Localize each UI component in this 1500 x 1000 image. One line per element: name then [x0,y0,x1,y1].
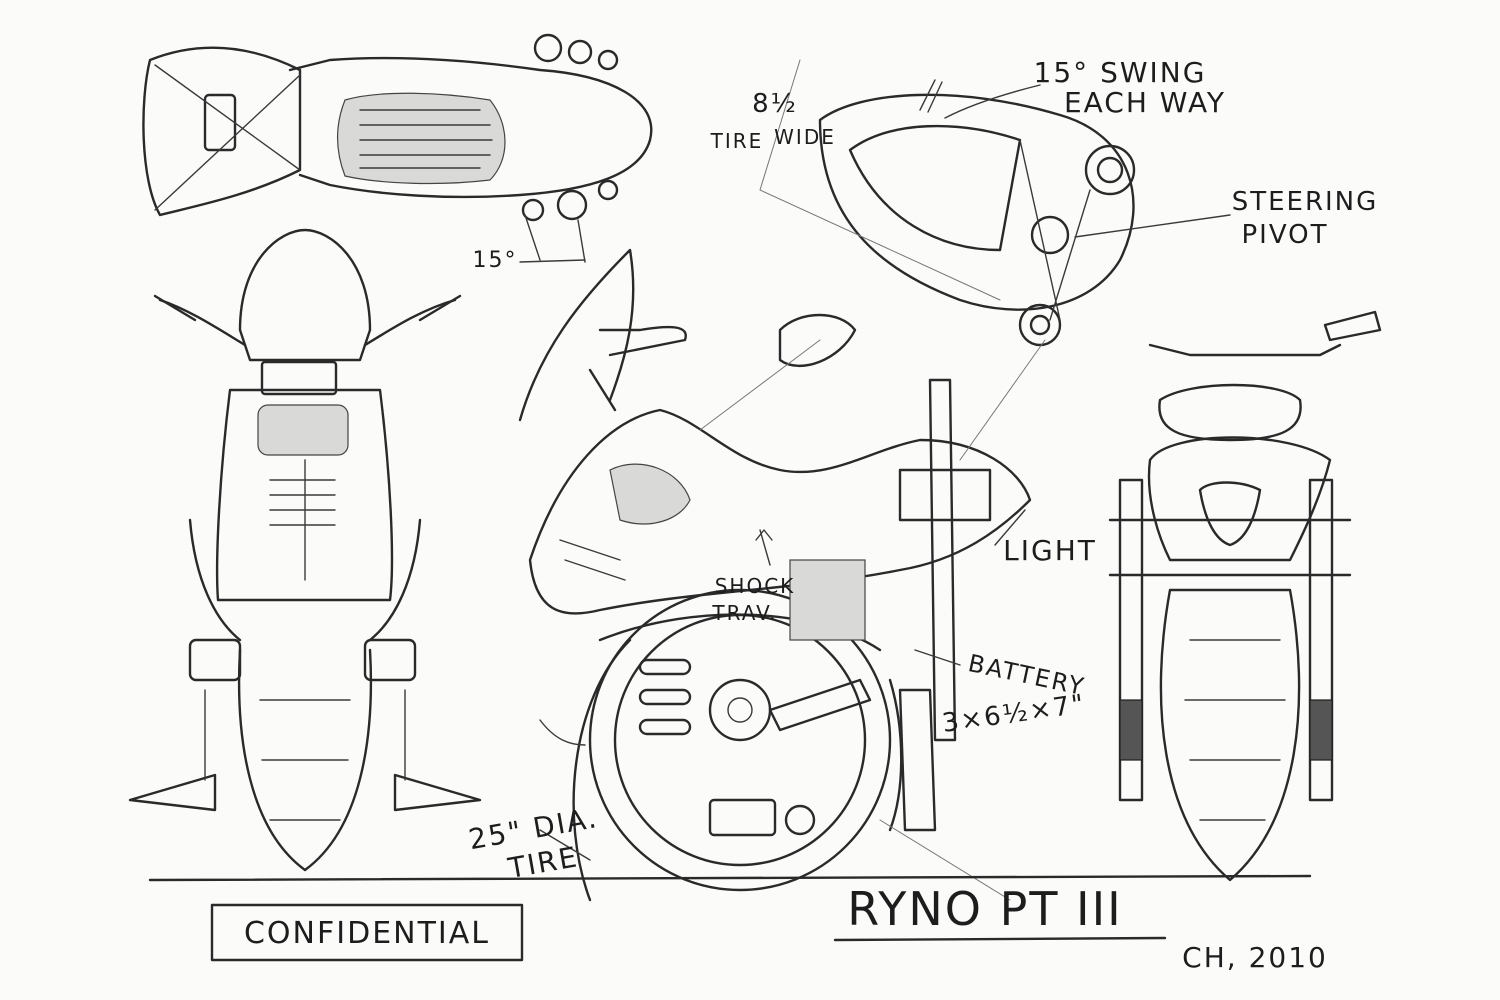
light-arrow [994,509,1026,546]
title-underline [833,936,1167,942]
top-view-sketch [142,33,653,263]
shock-label-line2: TRAV. [711,601,777,625]
ground-line [148,874,1312,882]
swing-arrow [944,84,1041,119]
top-view-angle-label: 15° [473,248,518,273]
tire-width-word: TIRE [710,129,764,153]
steering-arrow [1074,214,1231,238]
sheet-title: RYNO PT III [847,882,1123,936]
confidential-text: CONFIDENTIAL [244,916,490,951]
side-view-sketch [518,248,1046,902]
steering-label-line1: STEERING [1232,187,1379,217]
signature: CH, 2010 [1182,941,1328,974]
confidential-stamp: CONFIDENTIAL [210,903,524,962]
wide-word: WIDE [774,125,836,149]
tire-diameter-arrow [539,719,586,746]
tire-width-fraction: 8½ [752,89,798,119]
battery-label-line2: 3×6½×7" [940,689,1087,739]
light-label: LIGHT [1003,534,1097,567]
battery-arrow [914,649,961,666]
shock-label-line1: SHOCK [715,574,796,598]
front-view-sketch [128,228,482,872]
rear-view-sketch [1108,310,1382,882]
swing-label-line1: 15° SWING [1034,56,1207,89]
steering-label-line2: PIVOT [1241,220,1328,250]
swing-label-line2: EACH WAY [1064,86,1226,119]
steering-detail-sketch [759,59,1136,347]
